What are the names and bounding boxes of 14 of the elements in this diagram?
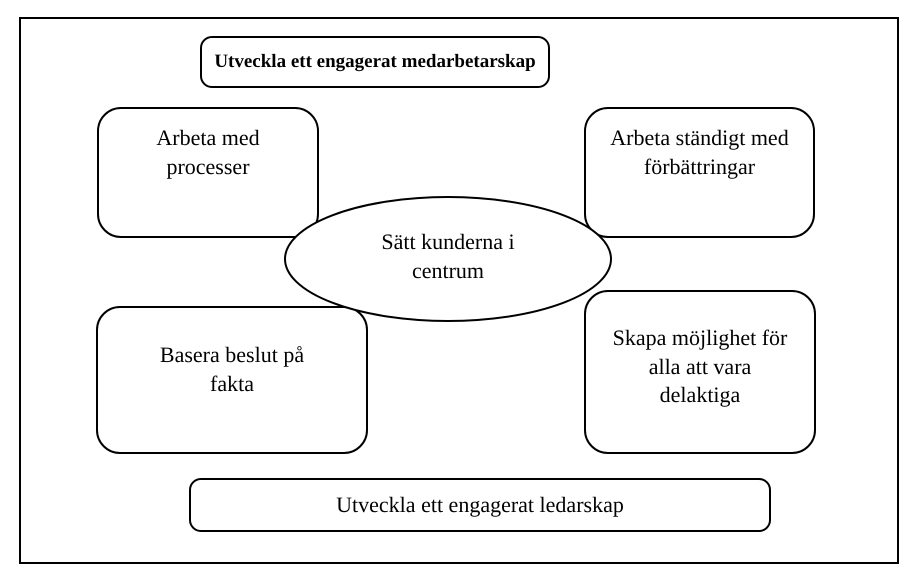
node-label: Arbeta ständigt med förbättringar <box>609 124 790 181</box>
heading-box <box>189 478 771 532</box>
rounded-box <box>97 107 319 238</box>
node-label: Sätt kunderna i centrum <box>380 228 516 285</box>
heading-text: Utveckla ett engagerat medarbetarskap <box>213 50 537 74</box>
rounded-box <box>96 306 368 454</box>
node-label: Arbeta med processer <box>155 124 261 181</box>
node-label: Basera beslut på fakta <box>158 341 306 398</box>
node-label: Skapa möjlighet för alla att vara delaktiga <box>612 324 788 410</box>
rounded-box <box>584 290 816 454</box>
rounded-box <box>584 107 815 238</box>
heading-text: Utveckla ett engagerat ledarskap <box>335 490 625 519</box>
heading-box <box>200 36 550 88</box>
ellipse-node <box>284 196 612 322</box>
